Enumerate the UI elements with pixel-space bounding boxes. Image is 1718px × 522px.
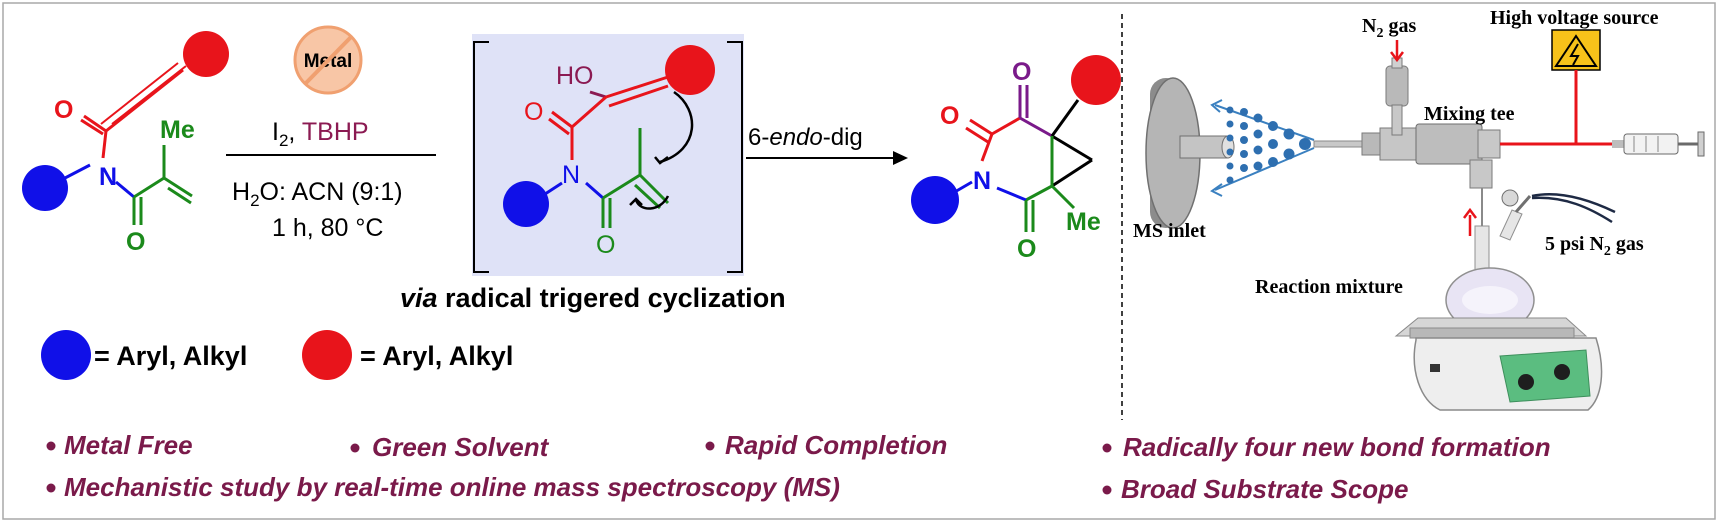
o-atom: O — [126, 228, 145, 256]
reaction-conditions: I2, TBHP H2O: ACN (9:1) 1 h, 80 °C — [226, 118, 436, 242]
reagent-line-3: 1 h, 80 °C — [272, 214, 383, 242]
via-caption: via radical trigered cyclization — [400, 283, 786, 313]
n-atom: N — [562, 161, 580, 189]
feature-item: Radically four new bond formation — [1123, 432, 1551, 462]
red-substituent — [1071, 55, 1121, 105]
feature-item: Broad Substrate Scope — [1121, 474, 1409, 504]
feature-item: Green Solvent — [372, 432, 550, 462]
high-voltage-icon — [1551, 29, 1601, 71]
reaction-flask — [1445, 188, 1535, 333]
o-atom: O — [54, 96, 73, 124]
o-atom: O — [940, 102, 959, 130]
mixing-tee-label: Mixing tee — [1424, 103, 1515, 125]
feature-item: Rapid Completion — [725, 430, 947, 460]
gas-tube — [1531, 192, 1616, 224]
blue-substituent — [911, 176, 959, 224]
features: Metal Free Green Solvent Rapid Completio… — [46, 430, 1551, 504]
blue-substituent — [503, 181, 549, 227]
bullet — [350, 443, 360, 453]
endo-dig-label: 6-endo-dig — [748, 124, 863, 151]
product: N O O Me O — [911, 55, 1121, 263]
red-substituent — [183, 31, 229, 77]
mixing-tee-device — [1313, 57, 1501, 189]
ms-inlet-device — [1145, 77, 1235, 229]
bullet — [46, 483, 56, 493]
curved-arrow — [634, 195, 670, 210]
n-atom: N — [99, 163, 117, 191]
n-atom: N — [973, 167, 991, 195]
voltage-wire — [1500, 70, 1612, 146]
starting-material: N O O Me — [22, 31, 229, 256]
legend-red-label: = Aryl, Alkyl — [360, 341, 513, 371]
bullet — [705, 441, 715, 451]
high-voltage-label: High voltage source — [1490, 7, 1659, 29]
o-atom: O — [596, 231, 615, 259]
spray-cone — [1210, 99, 1315, 197]
n2-gas-label: N2 gas — [1362, 15, 1416, 41]
apparatus: MS inlet Mixing — [1133, 7, 1705, 411]
legend-blue-swatch — [41, 330, 91, 380]
o-atom: O — [1017, 235, 1036, 263]
o-atom: O — [524, 98, 543, 126]
feature-item: Mechanistic study by real-time online ma… — [64, 472, 840, 502]
syringe — [1612, 131, 1705, 157]
o-atom: O — [1012, 58, 1031, 86]
reagent-line-2: H2O: ACN (9:1) — [232, 178, 403, 210]
hotplate-stirrer — [1394, 317, 1603, 411]
metal-free-badge: Metal — [293, 25, 363, 95]
blue-substituent — [22, 165, 68, 211]
bullet — [1102, 443, 1112, 453]
legend-red-swatch — [302, 330, 352, 380]
feature-item: Metal Free — [64, 430, 193, 460]
red-substituent — [665, 45, 715, 95]
legend-blue-label: = Aryl, Alkyl — [94, 341, 247, 371]
radical-dot — [677, 66, 685, 74]
legend: = Aryl, Alkyl = Aryl, Alkyl — [41, 330, 513, 380]
methyl-label: Me — [1066, 208, 1101, 236]
intermediate: HO O N O — [472, 34, 744, 276]
reagent-line-1: I2, TBHP — [272, 118, 369, 150]
reaction-mixture-label: Reaction mixture — [1255, 276, 1403, 298]
hydroxyl-label: HO — [556, 62, 594, 90]
curved-arrow — [659, 90, 694, 164]
bullet — [46, 441, 56, 451]
bullet — [1102, 485, 1112, 495]
reaction-arrow-2: 6-endo-dig — [746, 124, 908, 165]
ms-inlet-label: MS inlet — [1133, 220, 1206, 242]
methyl-label: Me — [160, 116, 195, 144]
psi-gas-label: 5 psi N2 gas — [1545, 233, 1644, 259]
